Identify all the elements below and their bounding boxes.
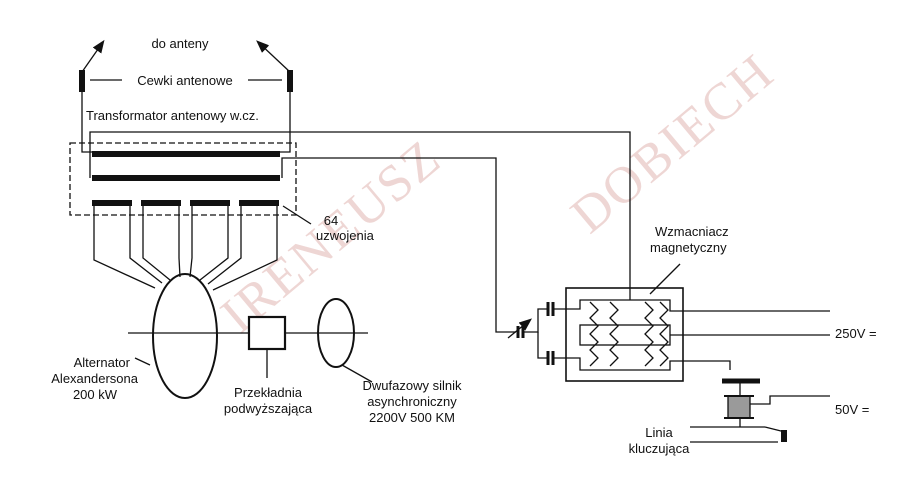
keying-line-label-1: Linia bbox=[645, 425, 673, 440]
core-bottom bbox=[553, 357, 731, 371]
coil-left bbox=[589, 301, 599, 367]
core-top bbox=[553, 299, 830, 312]
core-middle bbox=[579, 324, 671, 346]
alternator-label-3: 200 kW bbox=[72, 387, 118, 402]
voltage-50-label: 50V = bbox=[835, 402, 870, 417]
wire-to-amplifier-mid bbox=[281, 157, 516, 333]
winding-lead-1b bbox=[129, 206, 163, 284]
antenna-lead-right bbox=[280, 92, 291, 153]
winding-lead-3a bbox=[189, 206, 193, 278]
gearbox bbox=[247, 315, 287, 351]
winding-lead-2a bbox=[142, 206, 171, 281]
windings-label: uzwojenia bbox=[316, 228, 374, 243]
motor-pointer bbox=[341, 364, 373, 383]
voltage-250-label: 250V = bbox=[835, 326, 877, 341]
wire-cap-a bbox=[523, 308, 548, 333]
windings-count-label: 64 bbox=[323, 213, 339, 228]
winding-lead-4a bbox=[207, 206, 242, 285]
motor-label-1: Dwufazowy silnik bbox=[362, 378, 462, 393]
alternator-label-2: Alexandersona bbox=[51, 371, 138, 386]
windings-pointer bbox=[282, 205, 312, 225]
motor bbox=[317, 298, 355, 368]
wire-to-amplifier-top bbox=[89, 131, 631, 300]
alternator-label-1: Alternator bbox=[73, 355, 130, 370]
gearbox-label-1: Przekładnia bbox=[234, 385, 302, 400]
wire-50v bbox=[750, 395, 830, 405]
motor-label-2: asynchroniczny bbox=[367, 394, 457, 409]
alternator-pointer bbox=[134, 357, 151, 366]
to-antenna-label: do anteny bbox=[151, 36, 209, 51]
motor-label-3: 2200V 500 KM bbox=[368, 410, 455, 425]
coil-right bbox=[644, 301, 654, 367]
coil-right-2 bbox=[659, 301, 669, 367]
antenna-lead-left bbox=[81, 92, 92, 153]
amplifier-pointer bbox=[649, 263, 681, 295]
relay-coil bbox=[727, 395, 751, 419]
winding-lead-4b bbox=[212, 206, 278, 291]
antenna-transformer-label: Transformator antenowy w.cz. bbox=[86, 108, 259, 123]
antenna-coils-label: Cewki antenowe bbox=[137, 73, 233, 88]
keying-line-label-2: kluczująca bbox=[628, 441, 690, 456]
antenna-arrow-left bbox=[81, 39, 105, 73]
alternator bbox=[152, 273, 218, 399]
gearbox-label-2: podwyższająca bbox=[223, 401, 313, 416]
magnetic-amplifier-label-1: Wzmacniacz bbox=[655, 224, 729, 239]
wire-cap-low bbox=[537, 332, 548, 359]
transformer-dashed-box bbox=[69, 142, 297, 216]
winding-lead-3b bbox=[199, 206, 229, 281]
coil-mid bbox=[609, 301, 619, 367]
antenna-arrow-right bbox=[256, 40, 291, 73]
winding-lead-2b bbox=[178, 206, 181, 278]
magnetic-amplifier-box bbox=[565, 287, 684, 382]
magnetic-amplifier-label-2: magnetyczny bbox=[650, 240, 727, 255]
winding-lead-1a bbox=[93, 206, 156, 289]
